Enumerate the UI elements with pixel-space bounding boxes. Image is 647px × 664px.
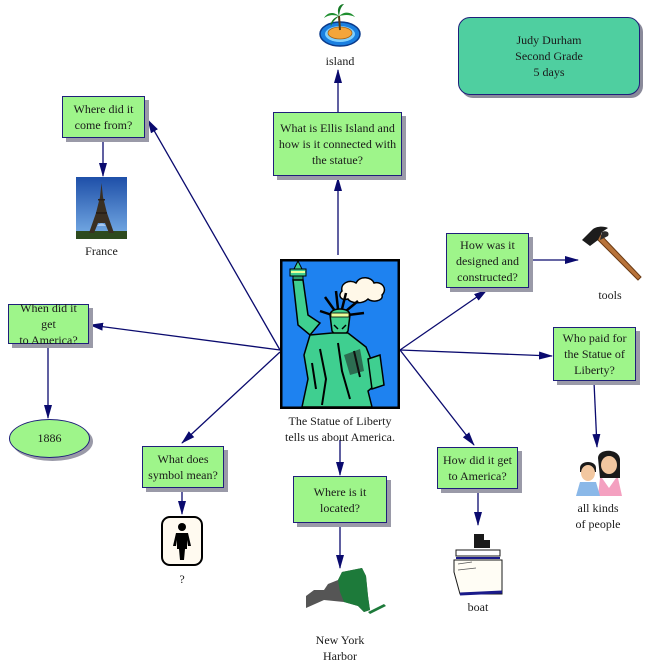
question-line: designed and <box>456 253 519 268</box>
link-center-symbol <box>181 351 281 444</box>
question-line: Where is it <box>313 484 367 499</box>
people-label: all kinds of people <box>568 500 628 532</box>
teacher-name: Judy Durham <box>516 33 582 47</box>
question-line: the Statue of <box>564 347 625 361</box>
duration: 5 days <box>533 65 565 79</box>
question-line: What is Ellis Island and <box>280 121 395 135</box>
question-designed[interactable]: How was it designed and constructed? <box>446 233 529 288</box>
question-line: Liberty? <box>574 363 615 377</box>
link-center-origin <box>147 119 281 351</box>
question-line: the statue? <box>312 153 363 167</box>
question-line: How was it <box>460 237 515 252</box>
question-symbol[interactable]: What does symbol mean? <box>142 446 224 488</box>
central-caption: The Statue of Liberty tells us about Ame… <box>266 413 414 445</box>
question-paid[interactable]: Who paid for the Statue of Liberty? <box>553 327 636 381</box>
question-how-get[interactable]: How did it get to America? <box>437 447 518 489</box>
location-label-line: Harbor <box>323 649 357 663</box>
question-located[interactable]: Where is it located? <box>293 476 387 523</box>
question-ellis-island[interactable]: What is Ellis Island and how is it conne… <box>273 112 402 176</box>
question-line: constructed? <box>457 269 518 284</box>
question-origin[interactable]: Where did it come from? <box>62 96 145 138</box>
question-line: What does <box>157 452 209 466</box>
caption-line: tells us about America. <box>285 430 395 444</box>
question-line: to America? <box>19 333 78 347</box>
tools-label: tools <box>598 288 622 302</box>
question-line: Who paid for <box>562 331 627 345</box>
info-box[interactable]: Judy Durham Second Grade 5 days <box>458 17 640 95</box>
question-line: How did it get <box>443 453 512 467</box>
question-line: When did it get <box>20 301 77 331</box>
question-line: to America? <box>448 469 507 483</box>
location-label-line: New York <box>315 633 365 647</box>
new-york-map-icon[interactable] <box>304 568 386 616</box>
question-line: Where did it <box>73 102 134 116</box>
france-label: France <box>85 244 118 258</box>
hammer-icon[interactable] <box>578 222 644 284</box>
year-text: 1886 <box>37 431 62 445</box>
link-center-designed <box>399 289 488 351</box>
question-line: symbol mean? <box>148 468 218 482</box>
people-label-line: of people <box>575 517 621 531</box>
location-label: New York Harbor <box>304 632 376 664</box>
island-label: island <box>325 54 355 68</box>
answer-year-oval[interactable]: 1886 <box>9 419 90 458</box>
question-line: how is it connected with <box>278 137 397 151</box>
question-line: come from? <box>74 118 133 132</box>
eiffel-tower-image[interactable] <box>76 177 127 239</box>
link-paid-people <box>592 381 601 448</box>
boat-icon[interactable] <box>452 532 504 598</box>
people-icon[interactable] <box>572 448 624 496</box>
symbol-label: ? <box>179 572 185 586</box>
people-label-line: all kinds <box>577 501 619 515</box>
question-line: located? <box>320 500 360 515</box>
link-center-paid <box>399 349 553 360</box>
island-icon[interactable] <box>318 2 362 48</box>
statue-of-liberty-image[interactable] <box>279 258 401 410</box>
link-center-howget <box>399 349 475 446</box>
person-symbol-icon[interactable] <box>161 516 203 566</box>
grade-level: Second Grade <box>515 49 583 63</box>
link-center-when <box>89 322 281 351</box>
caption-line: The Statue of Liberty <box>288 414 392 428</box>
question-when[interactable]: When did it get to America? <box>8 301 89 347</box>
boat-label: boat <box>467 600 489 614</box>
